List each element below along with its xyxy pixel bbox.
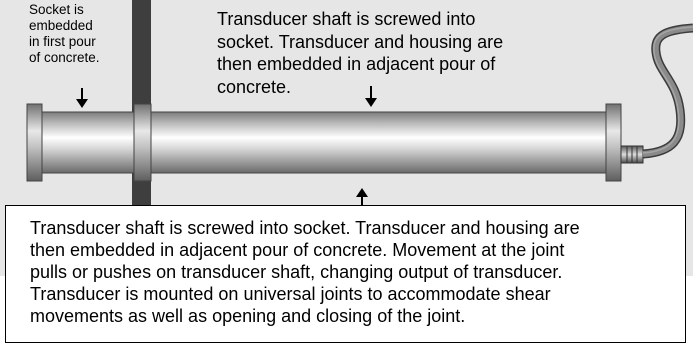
- socket-pointer-arrow: [76, 88, 88, 108]
- socket-body: [39, 111, 137, 174]
- transducer-callout: Transducer shaft is screwed into socket.…: [217, 9, 504, 97]
- housing-pointer-arrow: [365, 86, 377, 107]
- housing-left-ring: [133, 103, 152, 182]
- signal-cable: [642, 23, 693, 159]
- transducer-assembly: [26, 23, 693, 206]
- description-text: Transducer shaft is screwed into socket.…: [30, 218, 580, 326]
- description-pointer-arrow: [356, 188, 368, 206]
- socket-end-cap: [26, 103, 43, 182]
- transducer-housing: [149, 111, 609, 174]
- socket-callout: Socket is embedded in first pour of conc…: [29, 2, 100, 65]
- housing-right-cap: [605, 103, 622, 182]
- description-box: Transducer shaft is screwed into socket.…: [5, 205, 686, 343]
